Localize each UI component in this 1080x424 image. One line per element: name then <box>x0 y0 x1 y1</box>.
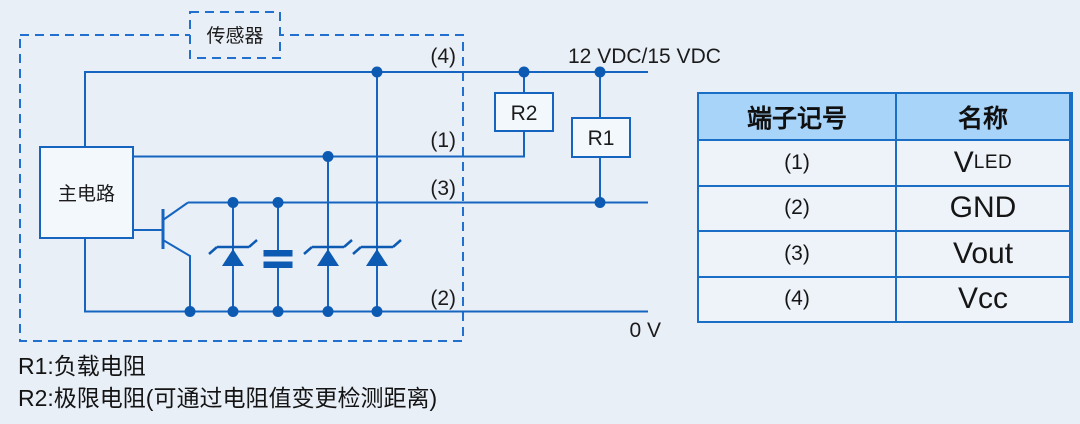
table-header-name: 名称 <box>897 94 1069 139</box>
capacitor-icon <box>263 250 293 268</box>
transistor-collector <box>162 201 189 221</box>
junction-dot <box>227 197 239 208</box>
circuit-diagram: 传感器 主电路 R2 R1 (4) (1) (3) (2) 12 VDC/15 … <box>19 11 720 342</box>
junction-dots <box>184 66 606 317</box>
terminal-name: Vout <box>952 236 1014 270</box>
transistor-emitter <box>162 239 191 312</box>
resistor-r1-label: R1 <box>588 127 615 150</box>
footnotes: R1:负载电阻 R2:极限电阻(可通过电阻值变更检测距离) <box>18 350 437 414</box>
junction-dot <box>594 197 606 208</box>
terminal-name-sub: LED <box>973 151 1013 173</box>
ground-voltage-label: 0 V <box>629 319 661 342</box>
main-circuit-label: 主电路 <box>58 183 115 205</box>
pin-label-3: (3) <box>430 177 456 200</box>
resistor-r2-label: R2 <box>511 102 538 125</box>
terminal-name: GND <box>949 191 1017 225</box>
sensor-label-box <box>189 11 281 59</box>
note-r2: R2:极限电阻(可通过电阻值变更检测距离) <box>18 385 438 411</box>
pin-label-4: (4) <box>430 45 456 68</box>
junction-dot <box>272 306 284 317</box>
junction-dot <box>227 306 239 317</box>
table-cell-name-2: GND <box>897 186 1069 230</box>
junction-dot <box>272 197 284 208</box>
junction-dot <box>371 306 383 317</box>
sensor-label: 传感器 <box>206 25 263 47</box>
table-cell-mark-2: (2) <box>699 186 895 230</box>
wire-vcc <box>84 71 648 147</box>
table-header-mark: 端子记号 <box>699 94 895 139</box>
junction-dot <box>371 66 383 78</box>
terminal-name: Vcc <box>957 282 1008 316</box>
note-r1: R1:负载电阻 <box>18 353 146 379</box>
table-cell-mark-3: (3) <box>699 232 895 276</box>
resistor-r1-box <box>571 117 631 158</box>
junction-dot <box>518 66 530 78</box>
wire-gnd <box>84 238 648 313</box>
junction-dot <box>594 66 606 78</box>
main-circuit-box <box>39 146 134 239</box>
table-cell-name-3: Vout <box>897 232 1069 276</box>
resistor-r2-box <box>494 92 554 132</box>
table-cell-name-4: Vcc <box>897 277 1069 321</box>
wire-vled <box>133 131 525 158</box>
junction-dot <box>322 151 334 162</box>
terminal-name: V <box>953 145 974 179</box>
pin-label-1: (1) <box>430 129 456 152</box>
junction-dot <box>322 306 334 317</box>
pin-label-2: (2) <box>430 287 456 310</box>
junction-dot <box>184 306 196 317</box>
supply-voltage-label: 12 VDC/15 VDC <box>568 45 720 68</box>
table-cell-mark-4: (4) <box>699 277 895 321</box>
wires <box>84 71 648 313</box>
table-cell-mark-1: (1) <box>699 141 895 185</box>
